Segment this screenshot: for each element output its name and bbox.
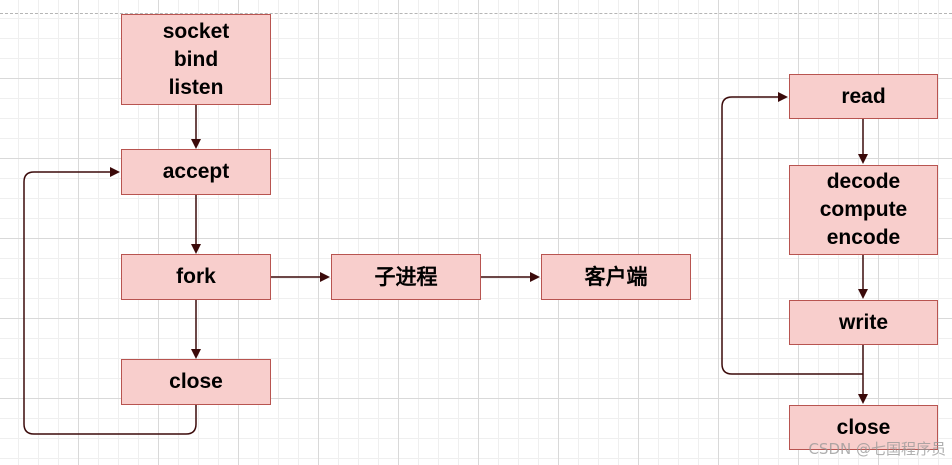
node-line-compute: compute <box>819 198 908 221</box>
node-close-server-label: close <box>169 370 223 393</box>
node-write[interactable]: write <box>789 300 938 345</box>
node-client-label: 客户端 <box>584 265 648 289</box>
node-child-process[interactable]: 子进程 <box>331 254 481 300</box>
node-close-connection[interactable]: close <box>789 405 938 450</box>
node-fork-label: fork <box>176 265 216 288</box>
node-fork[interactable]: fork <box>121 254 271 300</box>
node-line-decode: decode <box>826 170 901 193</box>
node-child-process-label: 子进程 <box>374 265 438 289</box>
node-line-bind: bind <box>173 47 219 71</box>
node-decode-compute-encode[interactable]: decode compute encode <box>789 165 938 255</box>
node-accept-label: accept <box>162 160 230 183</box>
node-line-encode: encode <box>826 226 901 249</box>
node-read-label: read <box>841 84 886 108</box>
node-socket-bind-listen[interactable]: socket bind listen <box>121 14 271 105</box>
node-client[interactable]: 客户端 <box>541 254 691 300</box>
edge-close-loop-to-accept <box>23 167 197 435</box>
csdn-watermark: CSDN @七国程序员 <box>808 440 946 458</box>
node-accept[interactable]: accept <box>121 149 271 195</box>
canvas-top-border <box>0 13 952 14</box>
node-close-connection-label: close <box>836 415 891 439</box>
node-line-listen: listen <box>168 75 224 99</box>
node-close-server[interactable]: close <box>121 359 271 405</box>
node-write-label: write <box>838 310 888 334</box>
edge-write-loop-to-read <box>721 92 863 375</box>
node-read[interactable]: read <box>789 74 938 119</box>
node-line-socket: socket <box>162 19 230 43</box>
